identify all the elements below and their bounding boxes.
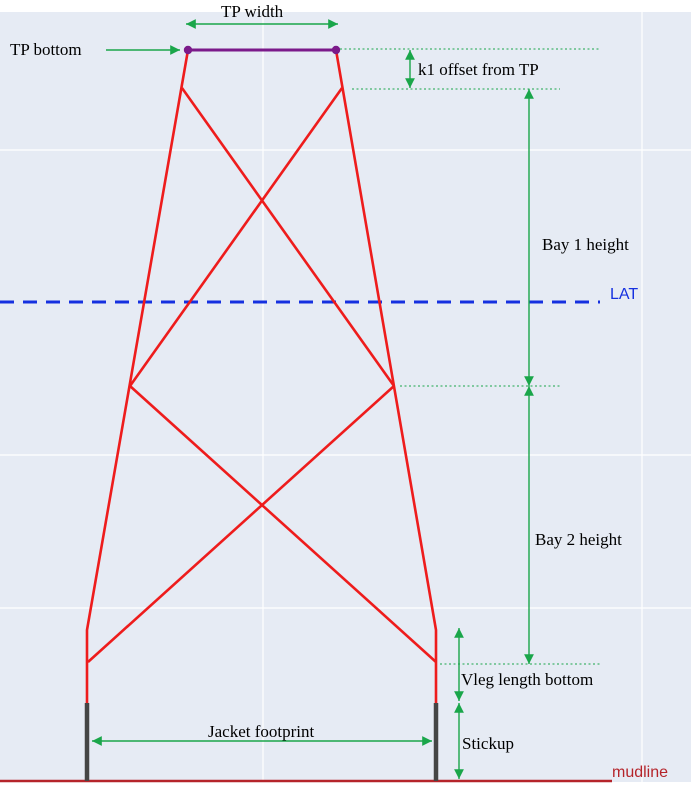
tp-bottom-label: TP bottom <box>10 40 82 59</box>
lat-label: LAT <box>610 286 638 303</box>
vleg-length-bottom-label: Vleg length bottom <box>461 670 593 689</box>
bay2-height-label: Bay 2 height <box>535 530 622 549</box>
grid <box>0 12 691 793</box>
k1-offset-label: k1 offset from TP <box>418 60 539 79</box>
piles <box>84 703 439 781</box>
bay2-brace-b <box>87 385 395 663</box>
jacket-braces <box>87 87 437 663</box>
stickup-label: Stickup <box>462 734 514 753</box>
reference-lines <box>340 48 600 665</box>
plot-background <box>0 12 691 782</box>
tp-left-node <box>183 45 193 55</box>
jacket-footprint-label: Jacket footprint <box>208 722 314 741</box>
dimension-arrows <box>92 19 534 779</box>
bay1-height-label: Bay 1 height <box>542 235 629 254</box>
bay2-brace-a <box>129 385 437 663</box>
right-leg <box>334 49 438 703</box>
tp-right-node <box>331 45 341 55</box>
mudline-label: mudline <box>612 764 668 781</box>
bay1-brace-b <box>128 87 344 387</box>
left-leg <box>85 49 190 703</box>
jacket-legs <box>85 49 438 703</box>
tp-width-label: TP width <box>221 2 284 21</box>
bay1-brace-a <box>180 87 396 387</box>
